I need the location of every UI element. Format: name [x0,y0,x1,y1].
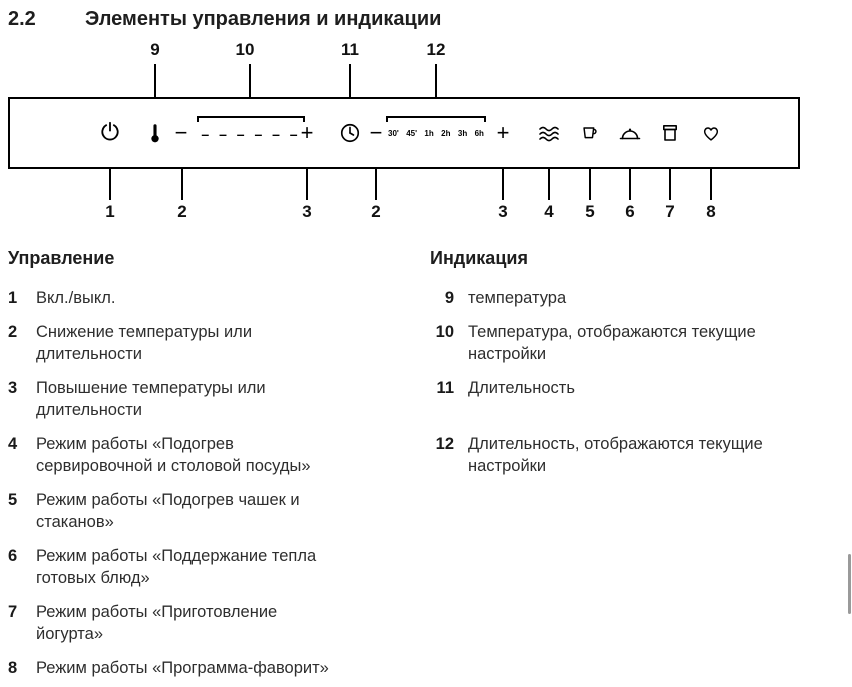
item-text: Режим работы «Подогрев чашек и стаканов» [36,491,300,531]
plus-symbol-duration: + [496,120,510,145]
control-item-3: 3 Повышение температуры или длительности [8,377,341,421]
callout-number-6: 6 [625,202,635,221]
scrollbar-thumb[interactable] [848,554,851,614]
item-number: 2 [8,323,18,341]
appliance-control-panel [8,97,800,169]
display-bracket [386,116,486,122]
indication-item-9: 9 температура [430,287,778,309]
thermometer-icon [144,122,166,144]
section-number: 2.2 [8,8,36,30]
temperature-display: – – – – – – [201,126,301,142]
item-text: Режим работы «Подогрев сервировочной и с… [36,435,311,475]
plus-symbol-temperature: + [300,120,314,145]
control-item-5: 5 Режим работы «Подогрев чашек и стакано… [8,489,341,533]
item-number: 5 [8,491,18,509]
heart-icon [700,122,722,144]
callout-number-10: 10 [235,40,255,59]
item-text: Снижение температуры или длительности [36,323,253,363]
item-number: 9 [444,289,454,307]
callout-line [306,169,308,200]
item-text: Режим работы «Поддержание тепла готовых … [36,547,317,587]
time-label: 1h [424,128,434,138]
control-item-2: 2 Снижение температуры или длительности [8,321,341,365]
item-number: 3 [8,379,18,397]
time-label: 2h [441,128,451,138]
callout-line [249,64,251,117]
minus-symbol-duration: − [369,120,383,145]
minus-symbol-temperature: − [174,120,188,145]
yogurt-jar-icon [660,122,680,144]
control-item-8: 8 Режим работы «Программа-фаворит» [8,657,428,679]
callout-line [589,169,591,200]
callout-line [435,64,437,117]
callout-line [154,64,156,97]
callout-number-1: 1 [105,202,115,221]
callout-number-4: 4 [544,202,554,221]
indication-item-12: 12 Длительность, отображаются текущие на… [430,433,778,477]
item-text: температура [468,289,567,307]
control-item-6: 6 Режим работы «Поддержание тепла готовы… [8,545,341,589]
item-text: Режим работы «Программа-фаворит» [36,659,329,677]
control-item-7: 7 Режим работы «Приготовление йогурта» [8,601,341,645]
callout-number-7: 7 [665,202,675,221]
item-number: 8 [8,659,18,677]
item-number: 6 [8,547,18,565]
callout-number-12: 12 [426,40,446,59]
callout-line [548,169,550,200]
callout-line [181,169,183,200]
callout-number-2b: 2 [371,202,381,221]
control-item-4: 4 Режим работы «Подогрев сервировочной и… [8,433,341,477]
callout-line [375,169,377,200]
item-number: 1 [8,289,18,307]
time-label: 30' [388,128,399,138]
item-number: 12 [435,435,454,453]
callout-line [629,169,631,200]
item-text: Длительность [468,379,575,397]
callout-line [109,169,111,200]
control-item-1: 1 Вкл./выкл. [8,287,341,309]
indication-item-10: 10 Температура, отображаются текущие нас… [430,321,778,365]
item-text: Вкл./выкл. [36,289,116,307]
clock-icon [339,122,361,144]
item-number: 7 [8,603,18,621]
item-number: 11 [436,379,454,397]
time-label: 3h [457,128,468,138]
item-text: Режим работы «Приготовление йогурта» [36,603,278,643]
callout-number-5: 5 [585,202,595,221]
item-text: Длительность, отображаются текущие настр… [468,435,763,475]
cup-icon [579,122,601,144]
item-text: Температура, отображаются текущие настро… [468,323,756,363]
item-number: 10 [435,323,454,341]
item-text: Повышение температуры или длительности [36,379,266,419]
duration-display: 30' 45' 1h 2h 3h 6h [388,128,484,138]
dish-warming-waves-icon [537,123,561,145]
indication-item-11: 11 Длительность [430,377,778,399]
callout-line [349,64,351,97]
callout-number-8: 8 [706,202,716,221]
page-title: Элементы управления и индикации [85,8,442,30]
power-icon [99,121,121,143]
callout-line [669,169,671,200]
callout-number-2: 2 [177,202,187,221]
time-label: 45' [406,128,418,138]
callout-line [710,169,712,200]
item-number: 4 [8,435,18,453]
callout-number-3: 3 [302,202,312,221]
display-bracket [197,116,305,122]
cloche-icon [618,123,642,145]
callout-number-11: 11 [341,40,359,59]
indication-section-heading: Индикация [430,248,528,268]
callout-number-3b: 3 [498,202,508,221]
callout-line [502,169,504,200]
controls-section-heading: Управление [8,248,115,268]
callout-number-9: 9 [150,40,160,59]
time-label: 6h [474,128,484,138]
